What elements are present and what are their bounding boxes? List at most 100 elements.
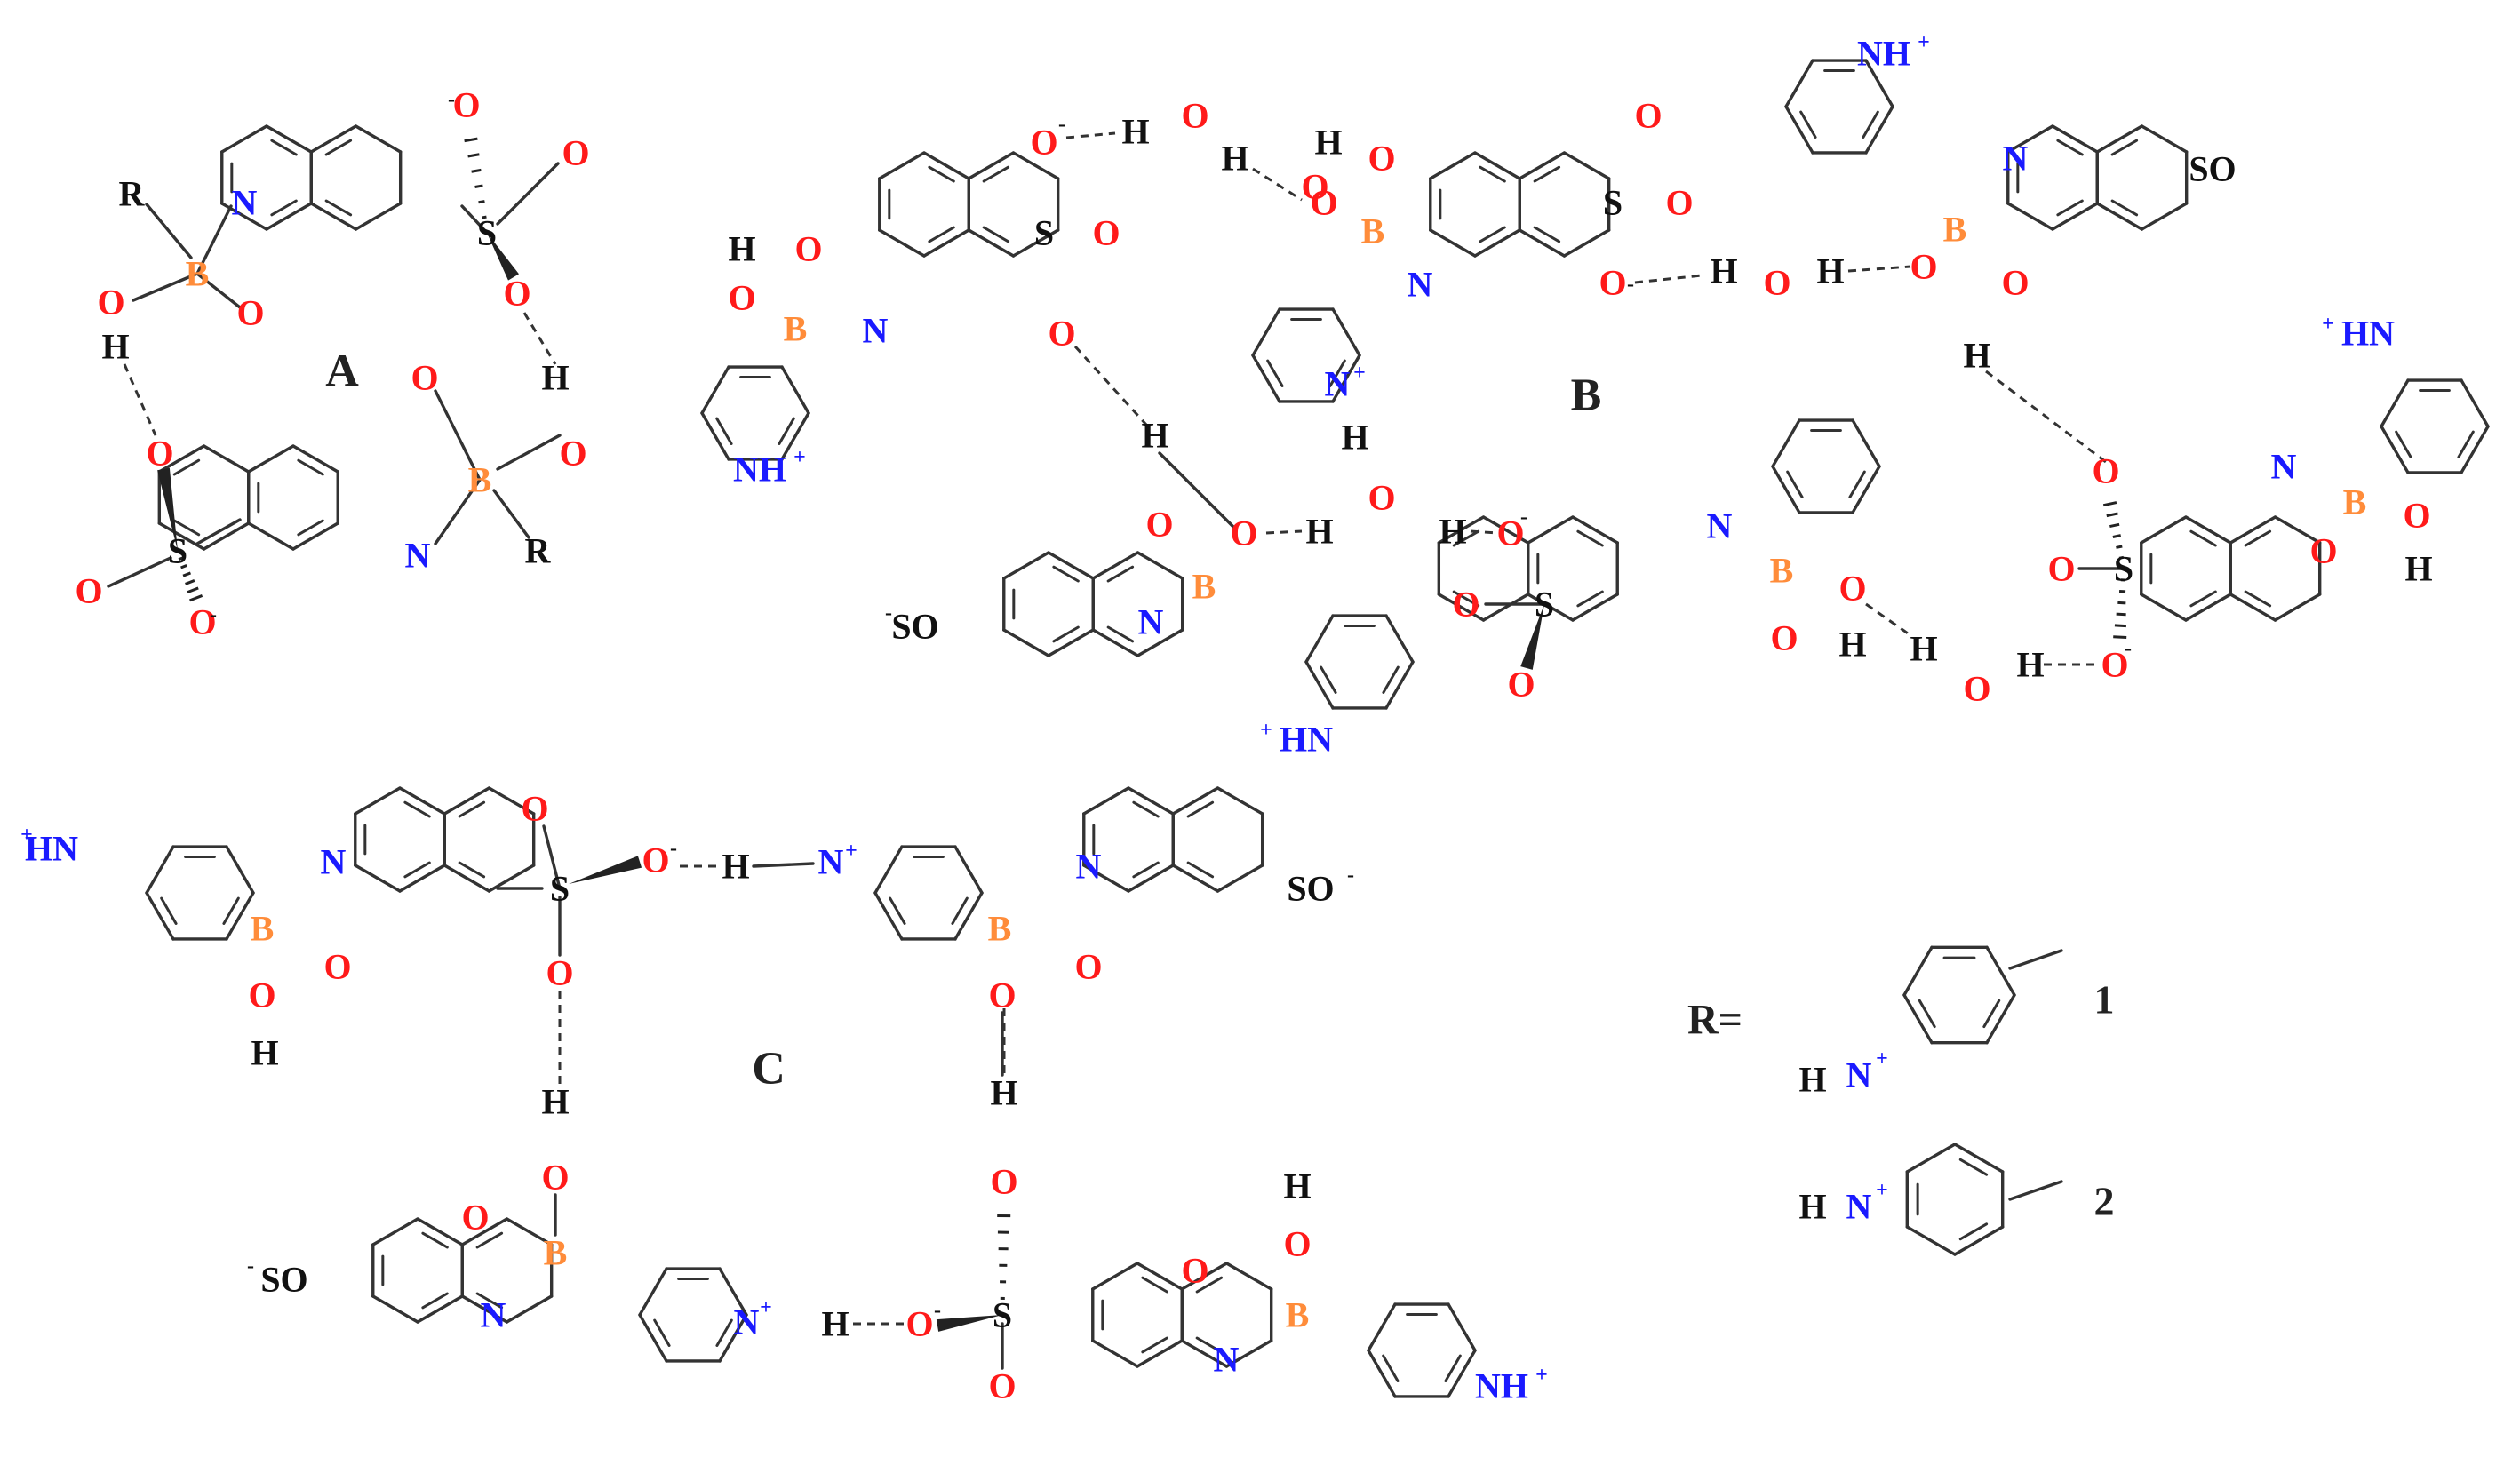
bond-line-178 bbox=[1864, 59, 1894, 108]
charge-sign-119: + bbox=[760, 1296, 772, 1319]
bond-line-17 bbox=[291, 521, 339, 551]
nitrogen-atom-86: N bbox=[2271, 447, 2297, 487]
oxygen-atom-13: O bbox=[188, 602, 216, 642]
legend-entry-1-number: 1 bbox=[2094, 977, 2115, 1023]
oxygen-atom-21: O bbox=[1030, 123, 1057, 163]
charge-sign-91: + bbox=[20, 824, 33, 847]
sulfonate-group-c2: SO bbox=[260, 1260, 307, 1300]
bond-line-286 bbox=[638, 1267, 668, 1317]
bond-line-52 bbox=[878, 228, 926, 258]
double-bond-271 bbox=[421, 1231, 449, 1249]
bond-line-184 bbox=[1304, 614, 1335, 664]
bond-line-320 bbox=[752, 862, 815, 868]
panel-label-c: C bbox=[752, 1044, 786, 1095]
bond-line-84 bbox=[2051, 202, 2099, 231]
oxygen-atom-78: O bbox=[1963, 669, 1990, 709]
hydrogen-atom-110: H bbox=[541, 1082, 569, 1122]
bond-line-110 bbox=[1136, 628, 1184, 657]
double-bond-254 bbox=[1132, 800, 1160, 818]
nitrogen-atom-106: N bbox=[1076, 847, 1102, 887]
double-bond-275 bbox=[475, 1292, 504, 1310]
bond-line-69 bbox=[1429, 228, 1477, 258]
oxygen-atom-3: O bbox=[97, 283, 124, 322]
bond-line-266 bbox=[371, 1294, 419, 1324]
sulfur-atom-39: S bbox=[1603, 183, 1623, 223]
bond-line-86 bbox=[2006, 202, 2054, 231]
double-bond-327 bbox=[1982, 999, 2001, 1029]
charge-sign-132: + bbox=[1876, 1179, 1888, 1202]
bond-line-315 bbox=[1447, 1302, 1477, 1352]
double-bond-189 bbox=[1848, 470, 1866, 498]
boron-atom-35: B bbox=[1361, 211, 1385, 251]
bond-line-144 bbox=[2273, 593, 2322, 622]
bond-line-45 bbox=[195, 518, 242, 545]
bond-line-15 bbox=[354, 124, 403, 154]
bond-line-49 bbox=[492, 489, 530, 539]
bond-line-101 bbox=[1047, 628, 1095, 657]
boron-atom-92: B bbox=[251, 909, 275, 949]
hydrogen-atom-34: H bbox=[728, 229, 755, 269]
bond-line-56 bbox=[922, 151, 970, 180]
bond-line-36 bbox=[132, 272, 199, 302]
bond-line-67 bbox=[1473, 228, 1521, 258]
bond-line-22 bbox=[247, 444, 295, 474]
oxygen-atom-6: O bbox=[452, 85, 480, 125]
boron-atom-114: B bbox=[544, 1233, 568, 1273]
bond-line-202 bbox=[2380, 378, 2410, 428]
charge-sign-14: - bbox=[210, 603, 217, 626]
bond-line-46 bbox=[496, 434, 562, 471]
double-bond-248 bbox=[1132, 861, 1160, 879]
double-bond-261 bbox=[1186, 800, 1215, 818]
double-bond-1 bbox=[270, 199, 298, 217]
bond-line-50 bbox=[922, 228, 970, 258]
bond-line-279 bbox=[505, 1217, 554, 1246]
bond-line-118 bbox=[1571, 593, 1619, 622]
double-bond-57 bbox=[928, 165, 955, 183]
bond-line-335 bbox=[2008, 949, 2063, 970]
boron-atom-30: B bbox=[784, 309, 808, 349]
bond-line-182 bbox=[1304, 660, 1335, 710]
double-bond-14 bbox=[324, 139, 353, 156]
oxygen-atom-66: O bbox=[1145, 505, 1173, 545]
oxygen-atom-121: O bbox=[905, 1304, 933, 1344]
hydrogen-atom-57: H bbox=[1141, 416, 1168, 456]
bond-line-231 bbox=[443, 864, 491, 893]
double-bond-136 bbox=[2189, 590, 2217, 608]
nitrogen-atom-103: N bbox=[818, 842, 844, 882]
double-bond-61 bbox=[982, 226, 1010, 243]
nitrogen-atom-118: N bbox=[734, 1302, 760, 1342]
sulfur-atom-123: S bbox=[993, 1295, 1012, 1335]
charge-sign-130: + bbox=[1535, 1364, 1548, 1387]
bond-line-90 bbox=[2051, 124, 2099, 154]
boron-atom-48: B bbox=[1943, 210, 1967, 250]
charge-sign-9: - bbox=[448, 88, 455, 111]
charge-sign-43: - bbox=[1627, 273, 1634, 296]
bond-line-114 bbox=[1091, 551, 1140, 580]
hydrogen-atom-96: H bbox=[251, 1033, 278, 1073]
bond-line-59 bbox=[1011, 228, 1060, 258]
boron-atom-64: B bbox=[1192, 567, 1216, 607]
boron-atom-105: B bbox=[988, 909, 1012, 949]
oxygen-atom-58: O bbox=[1230, 514, 1257, 553]
hydrogen-atom-46: H bbox=[1816, 251, 1844, 291]
bond-line-135 bbox=[2184, 593, 2232, 622]
double-bond-235 bbox=[458, 800, 486, 818]
bond-line-19 bbox=[247, 521, 295, 551]
oxygen-atom-99: O bbox=[546, 953, 573, 993]
oxygen-atom-28: O bbox=[1301, 167, 1328, 207]
bond-line-187 bbox=[1384, 614, 1415, 664]
hydrogen-bond-7 bbox=[1073, 345, 1148, 426]
oxygen-atom-111: O bbox=[541, 1158, 569, 1198]
legend-entry-2-number: 2 bbox=[2094, 1179, 2115, 1224]
bond-line-103 bbox=[1002, 628, 1050, 657]
double-bond-165 bbox=[1266, 359, 1284, 387]
double-bond-156 bbox=[715, 417, 733, 445]
hydrogen-bond-5 bbox=[1847, 265, 1911, 273]
hydrogen-bond-layer bbox=[123, 131, 2107, 1326]
charge-sign-117: - bbox=[247, 1254, 254, 1278]
bond-line-257 bbox=[1171, 864, 1220, 893]
bond-line-73 bbox=[1473, 151, 1521, 180]
bond-line-326 bbox=[1985, 993, 2016, 1045]
bond-line-137 bbox=[2140, 593, 2188, 622]
bond-line-5 bbox=[220, 124, 268, 154]
